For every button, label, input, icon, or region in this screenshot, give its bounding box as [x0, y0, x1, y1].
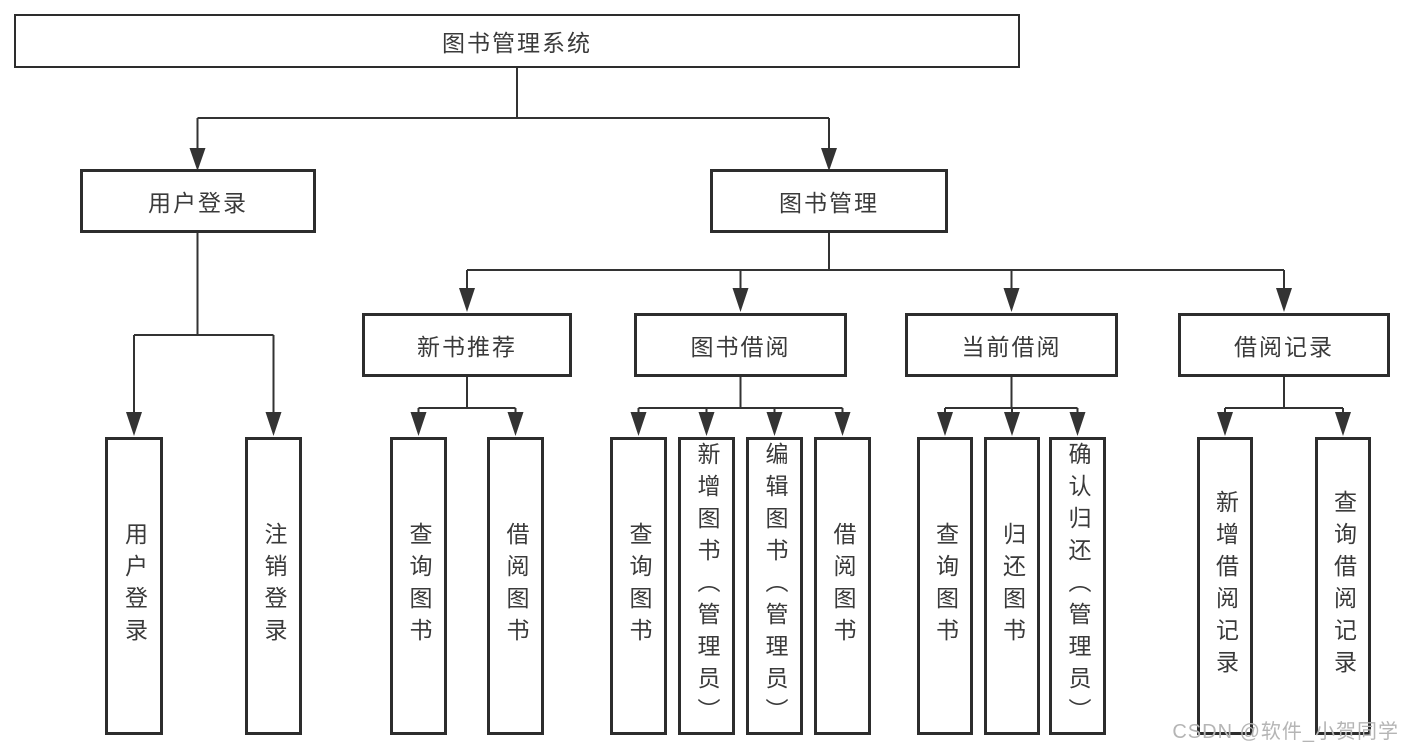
arrow-down-icon	[507, 412, 524, 436]
node-new-book-recommend: 新书推荐	[362, 313, 572, 377]
node-book-borrow: 图书借阅	[634, 313, 847, 377]
node-label: 用户登录	[148, 190, 248, 216]
arrow-down-icon	[821, 148, 837, 171]
node-label: 查询图书	[626, 522, 652, 650]
node-label: 当前借阅	[961, 334, 1062, 360]
leaf-confirm-return-admin: 确认归还（管理员）	[1049, 437, 1106, 735]
arrow-down-icon	[732, 288, 749, 312]
connector-root	[196, 68, 830, 150]
node-label: 新增借阅记录	[1212, 490, 1239, 682]
arrow-down-icon	[126, 412, 142, 436]
arrow-down-icon	[459, 288, 475, 312]
node-label: 查询图书	[932, 522, 959, 650]
arrow-down-icon	[1004, 412, 1020, 436]
arrow-down-icon	[1217, 412, 1233, 436]
node-label: 新增图书（管理员）	[694, 442, 720, 730]
node-label: 用户登录	[121, 522, 148, 650]
csdn-watermark: CSDN @软件_小贺同学	[1172, 721, 1399, 743]
node-label: 图书管理	[779, 190, 879, 216]
node-user-login: 用户登录	[80, 169, 316, 233]
leaf-user-login: 用户登录	[105, 437, 163, 735]
leaf-query-borrow-record: 查询借阅记录	[1315, 437, 1371, 735]
leaf-edit-book-admin: 编辑图书（管理员）	[746, 437, 803, 735]
leaf-return-book: 归还图书	[984, 437, 1040, 735]
arrow-down-icon	[1003, 288, 1020, 312]
node-label: 借阅记录	[1234, 334, 1334, 360]
node-label: 图书管理系统	[442, 30, 592, 56]
leaf-query-books-2: 查询图书	[610, 437, 667, 735]
node-label: 新书推荐	[417, 334, 517, 360]
node-label: 借阅图书	[503, 522, 529, 650]
connector-new-book	[417, 377, 517, 413]
arrow-down-icon	[1069, 412, 1086, 436]
connector-current-borrow	[944, 377, 1079, 413]
node-current-borrow: 当前借阅	[905, 313, 1118, 377]
arrow-down-icon	[630, 412, 647, 436]
node-label: 图书借阅	[690, 334, 791, 360]
node-label: 编辑图书（管理员）	[762, 442, 788, 730]
node-root-system: 图书管理系统	[14, 14, 1020, 68]
connector-book-management	[466, 233, 1285, 290]
leaf-borrow-books-1: 借阅图书	[487, 437, 544, 735]
leaf-query-books-3: 查询图书	[917, 437, 973, 735]
arrow-down-icon	[766, 412, 783, 436]
leaf-add-borrow-record: 新增借阅记录	[1197, 437, 1253, 735]
node-borrow-record: 借阅记录	[1178, 313, 1390, 377]
leaf-logout: 注销登录	[245, 437, 302, 735]
node-label: 查询图书	[406, 522, 432, 650]
connector-user-login	[133, 233, 275, 414]
connector-book-borrow	[637, 377, 844, 413]
arrow-down-icon	[834, 412, 851, 436]
arrow-down-icon	[937, 412, 953, 436]
arrow-down-icon	[1335, 412, 1351, 436]
connector-borrow-record	[1224, 377, 1344, 413]
leaf-add-book-admin: 新增图书（管理员）	[678, 437, 735, 735]
node-book-management: 图书管理	[710, 169, 948, 233]
arrow-down-icon	[1276, 288, 1292, 312]
node-label: 借阅图书	[830, 522, 856, 650]
leaf-borrow-books-2: 借阅图书	[814, 437, 871, 735]
arrow-down-icon	[189, 148, 206, 171]
leaf-query-books-1: 查询图书	[390, 437, 447, 735]
node-label: 确认归还（管理员）	[1065, 442, 1091, 730]
node-label: 注销登录	[261, 522, 287, 650]
arrow-down-icon	[410, 412, 427, 436]
node-label: 查询借阅记录	[1330, 490, 1357, 682]
arrow-down-icon	[698, 412, 715, 436]
node-label: 归还图书	[999, 522, 1026, 650]
arrow-down-icon	[265, 412, 282, 436]
